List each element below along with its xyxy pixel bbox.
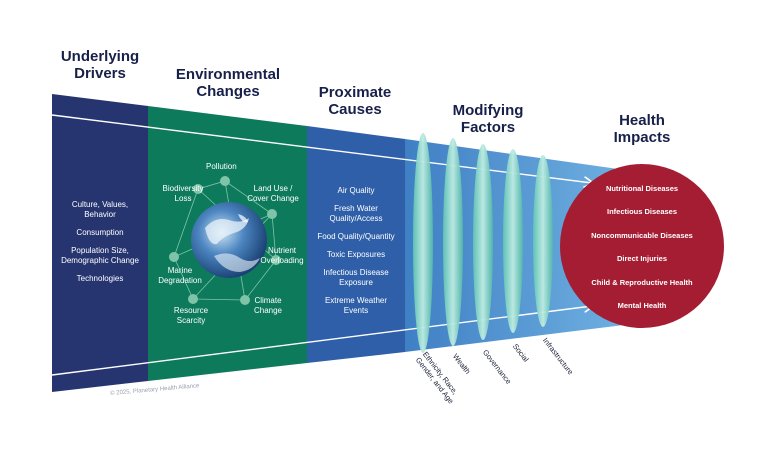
lens-governance	[473, 144, 493, 340]
title-line: Underlying	[60, 48, 140, 65]
drivers-section	[52, 94, 148, 392]
proximate-item: Air Quality	[337, 186, 375, 195]
earth-icon	[191, 202, 267, 278]
health-item-direct-injuries: Direct Injuries	[616, 254, 668, 263]
driver-item: Population Size,Demographic Change	[61, 246, 139, 265]
health-item-mental: Mental Health	[617, 301, 667, 310]
title-underlying-drivers: Underlying Drivers	[50, 48, 150, 82]
title-health-impacts: Health Impacts	[592, 112, 692, 146]
health-item-noncommunicable: Noncommunicable Diseases	[591, 231, 693, 240]
title-line: Causes	[328, 101, 382, 118]
health-item-nutritional: Nutritional Diseases	[605, 184, 679, 193]
title-line: Impacts	[613, 129, 671, 146]
title-environmental-changes: Environmental Changes	[158, 66, 298, 100]
health-item-infectious: Infectious Diseases	[606, 207, 678, 216]
lens-social	[503, 149, 523, 333]
lens-wealth	[443, 138, 463, 346]
title-modifying-factors: Modifying Factors	[438, 102, 538, 136]
lens-ethnicity	[413, 133, 433, 353]
driver-item: Culture, Values,Behavior	[71, 200, 129, 219]
proximate-item: Toxic Exposures	[326, 250, 386, 259]
title-line: Drivers	[74, 65, 126, 82]
title-line: Health	[619, 112, 665, 129]
lens-infrastructure	[533, 155, 553, 327]
driver-item: Technologies	[76, 274, 124, 283]
proximate-section	[307, 126, 405, 363]
health-item-child-reproductive: Child & Reproductive Health	[591, 278, 693, 287]
driver-item: Consumption	[76, 228, 124, 237]
title-proximate-causes: Proximate Causes	[305, 84, 405, 118]
bottom-arrow	[51, 306, 592, 376]
title-line: Changes	[196, 83, 260, 100]
title-line: Proximate	[318, 84, 392, 101]
drivers-list: Culture, Values,Behavior Consumption Pop…	[54, 200, 146, 292]
title-line: Factors	[460, 119, 516, 136]
node-pollution: Pollution	[206, 162, 237, 171]
title-line: Environmental	[175, 66, 281, 83]
network-nodes	[169, 176, 281, 305]
title-line: Modifying	[452, 102, 524, 119]
proximate-item: Food Quality/Quantity	[317, 232, 395, 241]
node-land-use: Land Use /Cover Change	[247, 184, 299, 203]
health-impacts-circle	[560, 164, 724, 328]
top-arrow	[51, 114, 592, 183]
